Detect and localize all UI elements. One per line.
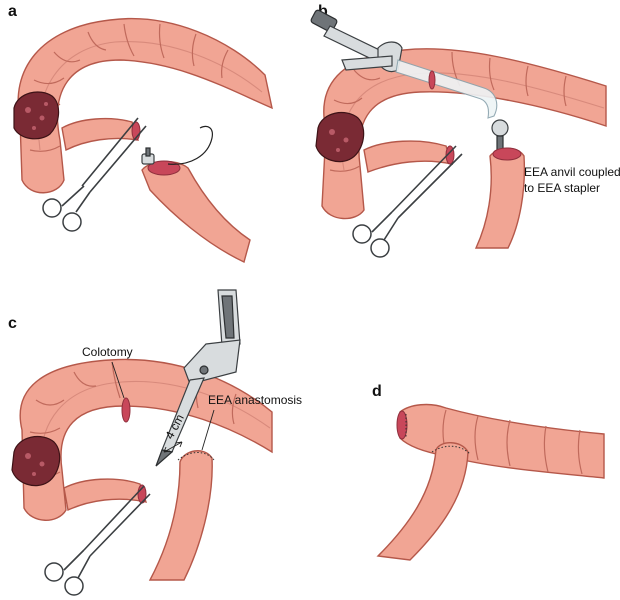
panel-a: a: [8, 3, 273, 263]
panel-d-letter: d: [372, 383, 382, 400]
panel-c-eea-stapler-icon: [155, 289, 241, 467]
panel-c-hemostat-icon: [44, 485, 151, 596]
panel-b-letter: b: [318, 3, 328, 20]
panel-c-colon: [19, 358, 273, 521]
panel-c-anastomosis-staple-line: [177, 452, 215, 461]
panel-b-eea-stapler-icon: [310, 9, 498, 119]
panel-d-distal-bowel: [376, 442, 469, 561]
panel-a-distal-bowel: [141, 160, 251, 263]
panel-b-distal-bowel: [474, 147, 526, 249]
panel-c-colotomy-label: Colotomy: [82, 345, 133, 359]
panel-a-hemostat-icon: [42, 117, 147, 232]
panel-b-eea-anvil-icon: [491, 119, 509, 151]
panel-b-tumor-icon: [315, 111, 365, 163]
panel-d-anastomosis-staple-line: [431, 445, 471, 455]
panel-a-colon: [17, 17, 273, 194]
panel-c-anastomosis-label: EEA anastomosis: [208, 393, 302, 407]
panel-c-letter: c: [8, 315, 17, 332]
panel-c-anastomosis-leader: [201, 409, 215, 451]
panel-a-bowel-limb: [61, 117, 140, 152]
panel-b-hemostat-icon: [352, 145, 463, 258]
panel-c-colotomy-opening: [121, 397, 131, 423]
panel-b: b: [310, 3, 620, 258]
panel-c-distal-bowel: [148, 450, 213, 581]
panel-b-anvil-label-line2: to EEA stapler: [524, 181, 600, 195]
panel-d: d: [372, 383, 605, 561]
panel-a-letter: a: [8, 3, 17, 20]
panel-c-bowel-limb: [63, 478, 148, 512]
panel-c-colotomy-leader: [111, 361, 125, 399]
panel-d-colon: [396, 403, 605, 479]
panel-c-tumor-icon: [11, 435, 61, 487]
panel-a-purse-string-suture-icon: [167, 125, 213, 165]
panel-c-distance-arrow: [163, 441, 183, 453]
panel-a-tumor-icon: [13, 91, 60, 140]
panel-b-bowel-limb: [363, 140, 454, 173]
panel-c: c: [8, 289, 302, 596]
panel-a-anvil-icon: [141, 147, 155, 165]
panel-b-anvil-label-line1: EEA anvil coupled: [524, 165, 620, 179]
